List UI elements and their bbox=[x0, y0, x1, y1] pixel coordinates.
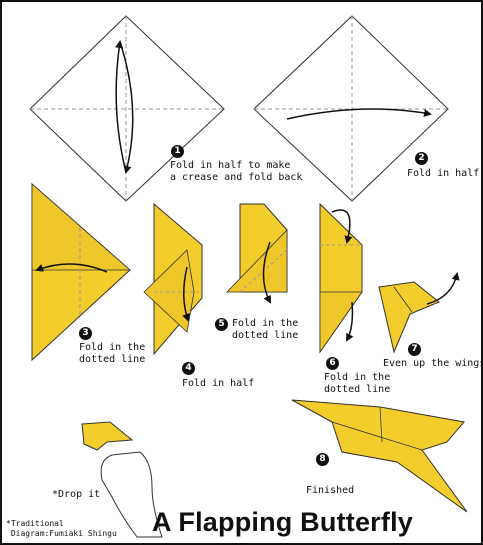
fold-arrow-icon bbox=[426, 272, 460, 305]
step-8-figure bbox=[291, 399, 468, 513]
step-number-1: 1 bbox=[171, 145, 184, 158]
step-4-figure bbox=[143, 202, 203, 356]
fold-arrow-icon bbox=[262, 241, 271, 304]
step-1-figure bbox=[29, 15, 225, 202]
credits: *Traditional Diagram:Fumiaki Shingu bbox=[6, 519, 117, 538]
fold-arrow-icon bbox=[331, 209, 353, 244]
step-number-8: 8 bbox=[316, 453, 329, 466]
step-8-text: Finished bbox=[306, 485, 355, 496]
step-2-text: Fold in half bbox=[407, 168, 480, 179]
step-7-text: Even up the wings bbox=[383, 358, 483, 369]
step-4-text: Fold in half bbox=[182, 378, 255, 389]
step-number-4: 4 bbox=[182, 362, 195, 375]
fold-arrow-icon bbox=[115, 40, 127, 173]
hand-icon bbox=[100, 451, 163, 538]
step-2-figure bbox=[253, 15, 449, 202]
step-5-figure bbox=[226, 203, 288, 304]
drop-it-note: *Drop it bbox=[52, 489, 101, 500]
fold-arrow-icon bbox=[286, 108, 432, 120]
step-number-7: 7 bbox=[408, 343, 421, 356]
fold-arrow-icon bbox=[182, 266, 190, 322]
page-title: A Flapping Butterfly bbox=[152, 507, 413, 537]
fold-arrow-icon bbox=[35, 263, 108, 273]
step-number-3: 3 bbox=[79, 327, 92, 340]
fold-arrow-icon bbox=[119, 41, 134, 174]
step-number-6: 6 bbox=[326, 357, 339, 370]
step-number-2: 2 bbox=[415, 152, 428, 165]
fold-arrow-icon bbox=[346, 301, 354, 342]
drop-it-figure bbox=[81, 421, 163, 538]
step-6-figure bbox=[319, 202, 363, 354]
step-number-5: 5 bbox=[215, 318, 228, 331]
step-3-figure bbox=[31, 182, 132, 362]
step-7-figure bbox=[378, 272, 460, 354]
